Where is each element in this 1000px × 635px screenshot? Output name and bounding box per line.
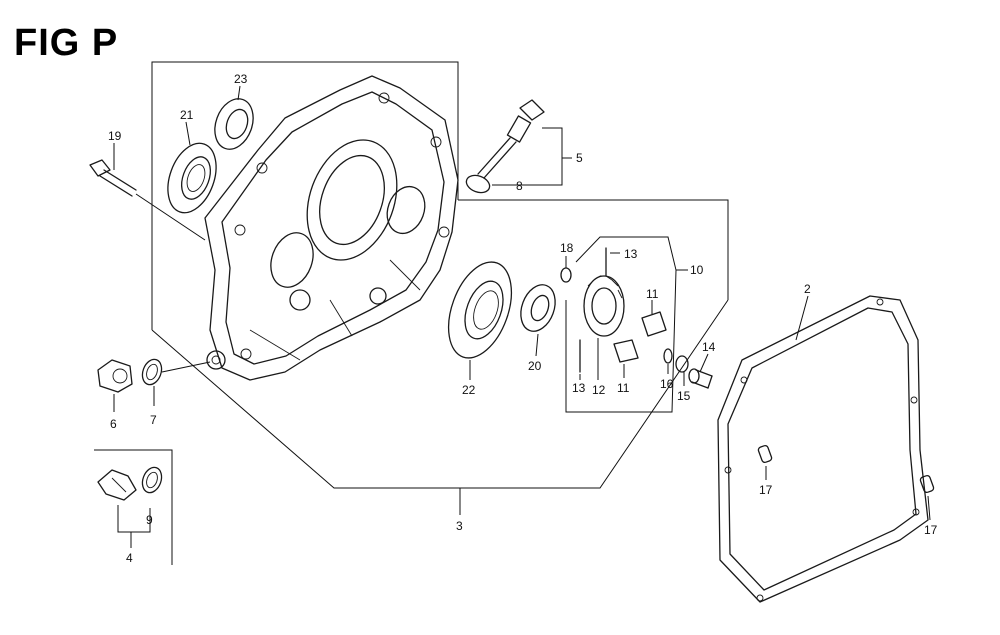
callout-7: 7	[150, 413, 157, 427]
callout-10: 10	[690, 263, 704, 277]
clip-11	[613, 311, 667, 363]
bolt-19	[89, 159, 206, 241]
callout-17-right: 17	[924, 523, 938, 537]
washer-7	[141, 358, 163, 386]
bearing-22	[447, 261, 513, 359]
callout-19: 19	[108, 129, 122, 143]
washer-15	[675, 355, 689, 373]
oil-gauge-5	[477, 99, 545, 179]
callout-12: 12	[592, 383, 606, 397]
dowel-pin-17b	[919, 474, 935, 494]
callout-6: 6	[110, 417, 117, 431]
callout-2: 2	[804, 282, 811, 296]
figure-title: FIG P	[14, 22, 119, 64]
callout-11-top: 11	[646, 287, 659, 301]
washer-18	[560, 267, 572, 283]
governor-frame	[565, 236, 688, 413]
callout-23: 23	[234, 72, 248, 86]
seal-8	[465, 174, 491, 194]
washer-9	[141, 466, 163, 494]
crankcase-cover	[204, 75, 459, 381]
dowel-pin-17a	[757, 444, 773, 464]
callout-15: 15	[677, 389, 691, 403]
callout-14: 14	[702, 340, 716, 354]
governor-gear-12	[583, 275, 625, 337]
bearing-21	[167, 142, 217, 214]
callout-11-bottom: 11	[617, 381, 630, 395]
group-frame-cover	[151, 61, 729, 515]
filler-cap-4	[97, 469, 137, 501]
callout-8: 8	[516, 179, 523, 193]
gasket-2	[717, 295, 929, 603]
washer-16	[663, 348, 673, 364]
callout-13-bottom: 13	[572, 381, 586, 395]
bearing-23	[214, 98, 254, 150]
shaft-14	[688, 368, 713, 389]
callout-16: 16	[660, 377, 674, 391]
callout-17-left: 17	[759, 483, 773, 497]
pin-13	[579, 247, 607, 373]
callout-4: 4	[126, 551, 133, 565]
callout-22: 22	[462, 383, 476, 397]
drain-plug-6	[97, 359, 133, 393]
callout-9: 9	[146, 513, 153, 527]
callout-3: 3	[456, 519, 463, 533]
callout-18: 18	[560, 241, 574, 255]
callout-5: 5	[576, 151, 583, 165]
seal-20	[520, 284, 556, 332]
callout-13-top: 13	[624, 247, 638, 261]
callout-21: 21	[180, 108, 194, 122]
callout-20: 20	[528, 359, 542, 373]
